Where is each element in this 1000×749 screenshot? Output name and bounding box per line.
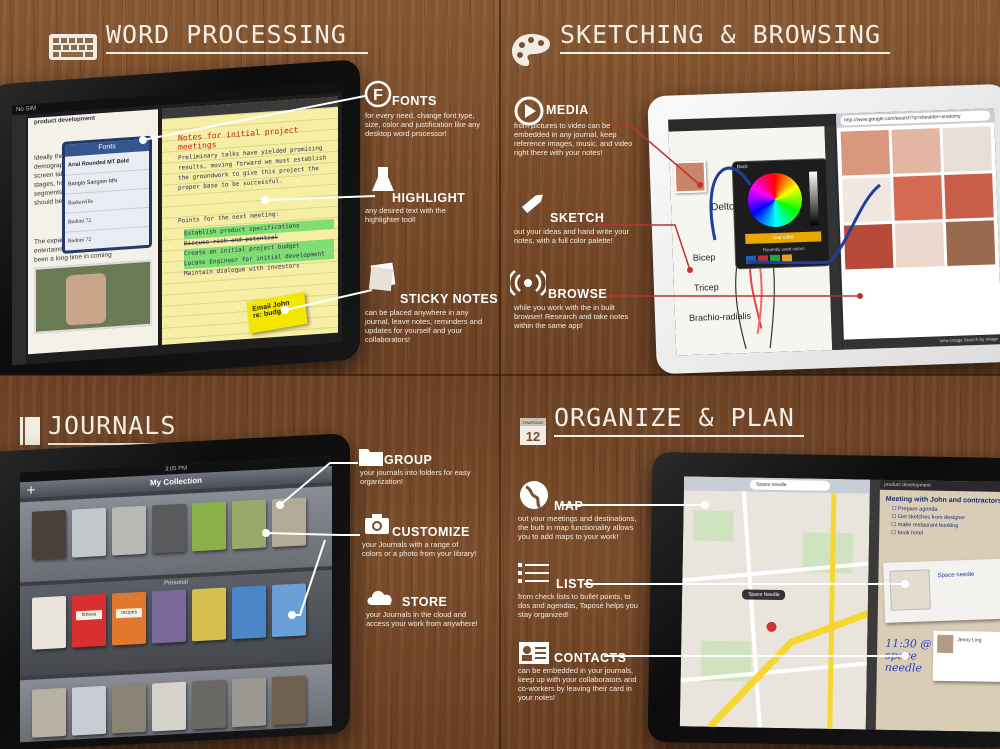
feature-description: your journals into folders for easy orga… (360, 468, 471, 486)
callout-lines (560, 501, 909, 660)
section-title: JOURNALS (48, 411, 177, 440)
highlighter-icon (372, 167, 394, 191)
feature-description: your Journals in the cloud and access yo… (366, 610, 478, 628)
feature-media-desc: from pictures to video can be embedded i… (514, 120, 636, 157)
calendar-day: 12 (526, 429, 540, 444)
font-f-icon: F (364, 80, 392, 108)
callout-lines (139, 95, 376, 314)
feature-lists: LISTS (556, 577, 706, 591)
calendar-month: THURSDAY (522, 420, 544, 425)
feature-media: MEDIA (546, 103, 696, 117)
feature-heading: BROWSE (548, 287, 608, 301)
feature-description: from pictures to video can be embedded i… (514, 121, 633, 157)
journal-icon (20, 417, 40, 445)
feature-heading: FONTS (392, 94, 437, 108)
title-underline (554, 435, 804, 437)
feature-sticky-desc: can be placed anywhere in any journal, l… (365, 307, 485, 344)
feature-group: GROUP (384, 453, 500, 467)
section-title: SKETCHING & BROWSING (560, 20, 882, 49)
section-organize-plan: THURSDAY 12 ORGANIZE & PLAN Space needle… (500, 375, 1000, 749)
feature-browse: BROWSE (548, 287, 698, 301)
annotation-arrows (595, 124, 881, 299)
svg-text:F: F (373, 87, 383, 104)
feature-sketch: SKETCH (550, 211, 700, 225)
sketch-label: Tricep (694, 282, 719, 293)
title-underline (48, 443, 182, 445)
feature-fonts: FONTS (392, 94, 500, 108)
feature-fonts-desc: for every need, change font type, size, … (365, 110, 483, 138)
feature-description: can be placed anywhere in any journal, l… (365, 308, 483, 344)
pencil-icon (522, 194, 543, 214)
cloud-icon (367, 591, 392, 605)
ipad-device-white: Deltoid Bicep Tricep Brachio-radialis Ba… (647, 83, 1000, 375)
checklist-icon (518, 563, 549, 583)
feature-description: out your ideas and hand write your notes… (514, 227, 630, 245)
feature-store: STORE (402, 595, 500, 609)
map-roads (680, 491, 869, 730)
quadrant-divider-horizontal (0, 374, 1000, 376)
section-word-processing: WORD PROCESSING No SIM product developme… (0, 0, 500, 375)
callout-lines (262, 462, 360, 619)
section-title: WORD PROCESSING (106, 20, 347, 49)
section-journals: JOURNALS 3:05 PM + My Collection Persona… (0, 375, 500, 749)
feature-map-desc: out your meetings and destinations, the … (518, 513, 646, 541)
keyboard-icon (49, 34, 97, 60)
broadcast-icon (510, 270, 546, 296)
feature-description: for every need, change font type, size, … (365, 111, 481, 138)
camera-icon (365, 514, 389, 534)
feature-heading: LISTS (556, 577, 594, 591)
feature-description: your Journals with a range of colors or … (362, 540, 477, 558)
feature-heading: STORE (402, 595, 448, 609)
feature-heading: HIGHLIGHT (392, 191, 466, 205)
feature-heading: CUSTOMIZE (392, 525, 470, 539)
feature-heading: MAP (554, 499, 584, 513)
sketch-label: Bicep (693, 252, 716, 263)
feature-heading: GROUP (384, 453, 433, 467)
sketch-label: Brachio-radialis (689, 311, 752, 323)
feature-heading: SKETCH (550, 211, 605, 225)
feature-sticky-notes: STICKY NOTES (400, 292, 500, 306)
feature-description: while you work with the in built browser… (514, 303, 629, 330)
feature-group-desc: your journals into folders for easy orga… (360, 467, 485, 486)
feature-sketch-desc: out your ideas and hand write your notes… (514, 226, 636, 245)
title-underline (106, 52, 368, 54)
feature-lists-desc: from check lists to bullet points, to do… (518, 591, 642, 619)
feature-store-desc: your Journals in the cloud and access yo… (366, 609, 491, 628)
ipad-device: Space needle Space Needle product develo… (647, 451, 1000, 749)
section-sketching-browsing: SKETCHING & BROWSING Deltoid Bicep Trice… (500, 0, 1000, 375)
title-underline (560, 52, 890, 54)
ipad-screen: Deltoid Bicep Tricep Brachio-radialis Ba… (668, 108, 1000, 356)
feature-description: any desired text with the highlighter to… (365, 206, 446, 224)
contact-card-icon (519, 642, 549, 664)
sticky-note-icon (368, 262, 396, 292)
feature-highlight: HIGHLIGHT (392, 191, 500, 205)
globe-icon (520, 481, 548, 509)
feature-customize-desc: your Journals with a range of colors or … (362, 539, 480, 558)
feature-map: MAP (554, 499, 704, 513)
feature-description: from check lists to bullet points, to do… (518, 592, 638, 619)
folder-icon (359, 449, 383, 466)
section-title: ORGANIZE & PLAN (554, 403, 795, 432)
calendar-icon: THURSDAY 12 (520, 418, 546, 445)
map-view[interactable]: Space needle Space Needle (679, 476, 871, 730)
feature-highlight-desc: any desired text with the highlighter to… (365, 205, 475, 224)
play-icon (514, 96, 544, 126)
palette-icon (512, 34, 550, 66)
feature-description: can be embedded in your journals, keep u… (518, 666, 637, 702)
ipad-screen: Space needle Space Needle product develo… (679, 476, 1000, 732)
feature-description: out your meetings and destinations, the … (518, 514, 637, 541)
feature-browse-desc: while you work with the in built browser… (514, 302, 636, 330)
feature-contacts: CONTACTS (554, 651, 704, 665)
feature-customize: CUSTOMIZE (392, 525, 500, 539)
feature-heading: CONTACTS (554, 651, 627, 665)
feature-heading: STICKY NOTES (400, 292, 499, 306)
feature-contacts-desc: can be embedded in your journals, keep u… (518, 665, 642, 702)
feature-heading: MEDIA (546, 103, 589, 117)
